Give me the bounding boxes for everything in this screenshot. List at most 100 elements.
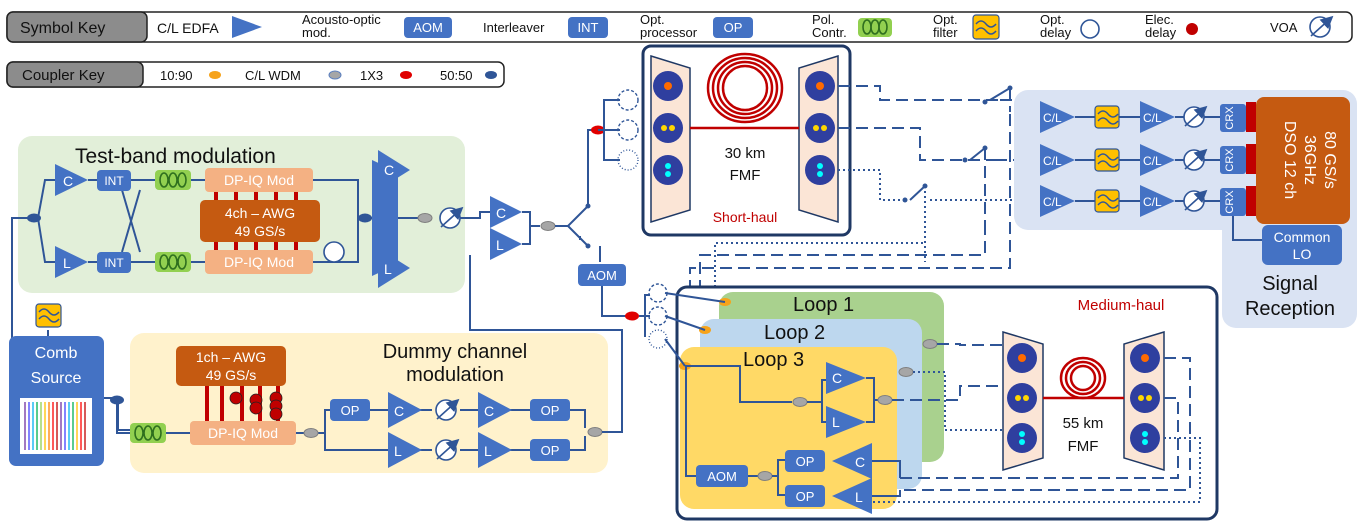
dpiq-mod-bottom-label: DP-IQ Mod	[224, 254, 294, 270]
pol-controller-icon	[130, 423, 166, 443]
edfa-l-icon	[55, 246, 88, 278]
edfa-key-label: C/L EDFA	[157, 20, 219, 36]
aom-key-label: Acousto-optic	[302, 12, 381, 27]
reception-cl-3-label: C/L	[1043, 154, 1062, 168]
wdm-coupler	[898, 367, 914, 377]
aom-loop	[696, 465, 748, 487]
mode-demux-icons-right	[805, 71, 835, 185]
comb-label-2: Source	[31, 370, 82, 387]
aom-middle-label: AOM	[587, 268, 617, 283]
op-dummy-2	[530, 399, 570, 421]
fmf-30km-label-2: FMF	[730, 167, 761, 184]
fmf-55km-label-1: 55 km	[1063, 415, 1104, 432]
optical-delay-icon	[617, 119, 639, 141]
crx-3-label: CRX	[1224, 190, 1236, 214]
reception-row-1: C/L C/L	[1040, 101, 1220, 133]
optical-filter-key-icon	[972, 14, 1000, 40]
reception-cl-5-label: C/L	[1043, 195, 1062, 209]
op-key-box-label: OP	[724, 20, 743, 35]
wdm-coupler	[587, 427, 603, 437]
wdm-coupler	[540, 221, 556, 231]
edfa-l-dummy-2	[478, 432, 512, 468]
test-band-section: Test-band modulation C L INT INT	[11, 136, 465, 300]
wdm-coupler	[922, 339, 938, 349]
wdm-coupler	[877, 395, 893, 405]
op-loop-2	[785, 485, 825, 507]
dpiq-mod-dummy	[190, 421, 296, 445]
edfa-c-label: C	[63, 173, 73, 189]
comb-label-1: Comb	[35, 345, 78, 362]
aom-loop-label: AOM	[707, 469, 737, 484]
optical-delay-icon	[617, 89, 639, 111]
voa-key-icon	[1309, 15, 1334, 38]
symbol-key: Symbol Key C/L EDFA Acousto-optic mod. A…	[6, 11, 1353, 43]
op-dummy-3-label: OP	[541, 443, 560, 458]
edfa-l-dummy-2-label: L	[484, 443, 492, 459]
common-lo-label-1: Common	[1274, 229, 1331, 245]
op-dummy-2-label: OP	[541, 403, 560, 418]
edfa-l-icon	[378, 248, 410, 288]
reception-cl-4-label: C/L	[1143, 154, 1162, 168]
op-key-label-2: processor	[640, 25, 698, 40]
edelay-key-label: Elec.	[1145, 12, 1174, 27]
optical-switches	[902, 85, 1013, 262]
edfa-c-icon	[378, 150, 410, 190]
reception-row-2: C/L C/L	[1040, 144, 1220, 176]
edfa-l-middle	[490, 228, 522, 260]
op-dummy-3	[530, 439, 570, 461]
aom-key-box-label: AOM	[413, 20, 443, 35]
optical-filter-icon	[35, 303, 62, 328]
edfa-l-label-2: L	[384, 261, 392, 277]
edfa-c-dummy-1-label: C	[394, 403, 404, 419]
medium-haul-title: Medium-haul	[1078, 297, 1165, 314]
voa-icon	[435, 398, 460, 421]
int-key-label: Interleaver	[483, 20, 545, 35]
electrical-delay-key-icon	[1186, 23, 1198, 35]
dpiq-mod-bottom	[205, 250, 313, 274]
optical-delay-icon	[648, 329, 668, 349]
awg-1ch-label-2: 49 GS/s	[206, 367, 257, 383]
int-key-box-label: INT	[578, 20, 599, 35]
dso-label-1: DSO 12 ch	[1281, 121, 1298, 199]
edfa-l-label: L	[63, 255, 71, 271]
loop-1-label: Loop 1	[793, 294, 854, 316]
coupler-key-title: Coupler Key	[22, 67, 105, 84]
odelay-key-label: Opt.	[1040, 12, 1065, 27]
c1090-key-label: 10:90	[160, 68, 193, 83]
aom-middle	[578, 264, 626, 286]
int-key-icon	[568, 17, 608, 38]
op-dummy-1-label: OP	[341, 403, 360, 418]
dso-label-3: 80 GS/s	[1321, 131, 1338, 189]
loop-2-label: Loop 2	[764, 322, 825, 344]
reception-title-2: Reception	[1245, 298, 1335, 320]
aom-key-icon	[404, 17, 452, 38]
coherent-receivers: CRX CRX CRX	[1220, 102, 1256, 216]
optical-delay-icon	[617, 149, 639, 171]
edfa-c-dummy-1	[388, 392, 422, 428]
pol-controller-top-icon	[155, 170, 191, 190]
interleaver-top	[97, 170, 131, 191]
coupler-5050	[358, 213, 372, 223]
op-loop-2-label: OP	[796, 489, 815, 504]
coupler-1x3	[625, 311, 639, 321]
dso-oscilloscope	[1256, 97, 1350, 224]
reception-cl-6-label: C/L	[1143, 195, 1162, 209]
op-dummy-1	[330, 399, 370, 421]
edfa-c-return	[832, 443, 872, 479]
common-lo	[1262, 225, 1342, 265]
edfa-l-loop	[826, 406, 866, 438]
wdm-coupler	[417, 213, 433, 223]
edfa-c-return-label: C	[855, 454, 865, 470]
optical-delay-icon	[648, 283, 668, 303]
edfa-c-label-2: C	[384, 162, 394, 178]
dummy-title-2: modulation	[406, 364, 504, 386]
op-loop-1	[785, 450, 825, 472]
optical-delay-icon	[323, 241, 345, 263]
coupler-1x3-key-icon	[400, 71, 412, 79]
awg-1ch-label-1: 1ch – AWG	[196, 349, 266, 365]
wdm-key-label: C/L WDM	[245, 68, 301, 83]
edfa-l-middle-label: L	[496, 237, 504, 253]
pol-key-label: Pol.	[812, 12, 834, 27]
op-key-icon	[713, 17, 753, 38]
